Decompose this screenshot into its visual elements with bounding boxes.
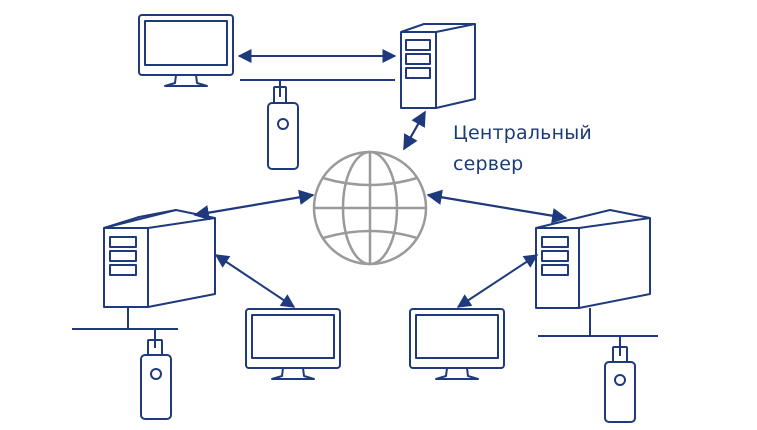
arrow-globe-left-server bbox=[193, 189, 315, 221]
globe-icon bbox=[312, 150, 428, 266]
top-network-bus-line bbox=[240, 79, 395, 97]
top-server-tower-icon bbox=[400, 23, 476, 109]
central-server-label-line1: Центральный bbox=[453, 122, 592, 144]
left-network-bus-line bbox=[72, 307, 178, 348]
right-network-bus-line bbox=[538, 308, 658, 356]
right-node bbox=[409, 209, 658, 423]
central-server-label-line2: сервер bbox=[453, 153, 524, 175]
left-node bbox=[72, 209, 341, 420]
arrow-right-server-monitor bbox=[456, 254, 539, 308]
top-usb-key-icon bbox=[267, 86, 299, 170]
right-monitor-icon bbox=[409, 308, 505, 380]
left-server-tower-icon bbox=[103, 209, 216, 308]
arrow-globe-top-server bbox=[403, 110, 426, 151]
central-server-label: Центральный сервер bbox=[453, 118, 592, 180]
top-monitor-icon bbox=[138, 14, 234, 87]
arrow-left-server-monitor bbox=[214, 254, 296, 308]
top-node bbox=[138, 14, 476, 170]
left-usb-key-icon bbox=[140, 339, 172, 420]
right-usb-key-icon bbox=[604, 346, 636, 423]
left-monitor-icon bbox=[245, 308, 341, 380]
arrow-globe-right-server bbox=[426, 189, 568, 224]
right-server-tower-icon bbox=[535, 209, 651, 309]
